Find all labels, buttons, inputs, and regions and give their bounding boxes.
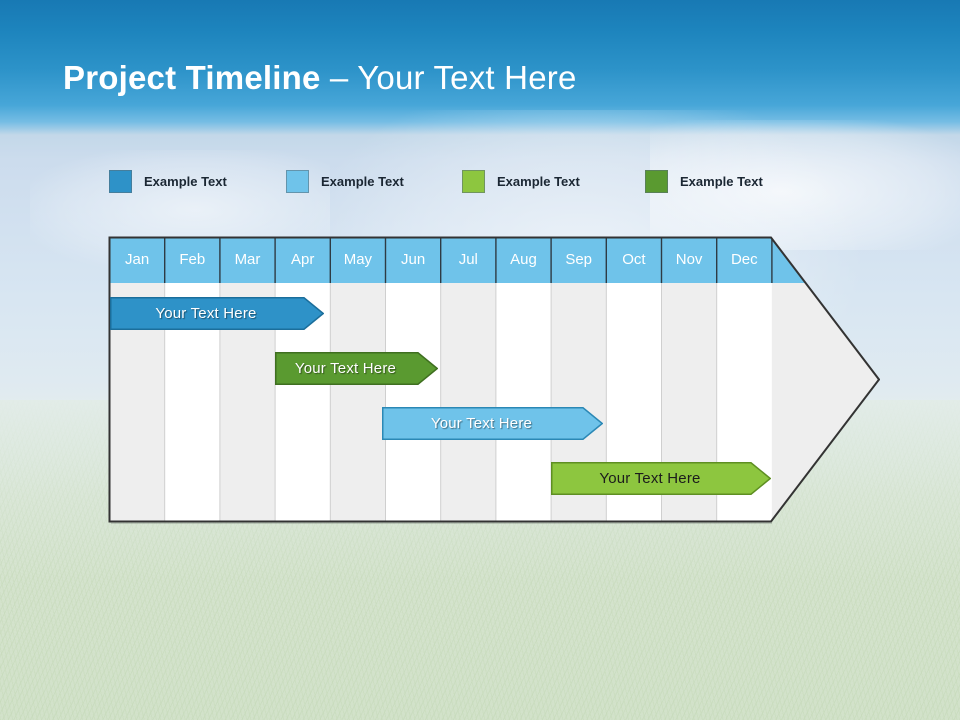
month-header-apr[interactable]: Apr xyxy=(291,251,315,268)
task-bar-shape-1 xyxy=(110,297,324,330)
month-header-dec[interactable]: Dec xyxy=(730,251,758,268)
month-header-nov[interactable]: Nov xyxy=(675,251,703,268)
month-header-jul[interactable]: Jul xyxy=(458,251,478,268)
task-bar-4[interactable]: Your Text Here xyxy=(551,462,771,495)
month-header-sep[interactable]: Sep xyxy=(565,251,593,268)
month-header-mar[interactable]: Mar xyxy=(234,251,261,268)
legend-label-2: Example Text xyxy=(321,174,404,189)
task-bar-shape-2 xyxy=(275,352,438,385)
task-bar-2[interactable]: Your Text Here xyxy=(275,352,438,385)
month-header-aug[interactable]: Aug xyxy=(510,251,537,268)
month-header-may[interactable]: May xyxy=(343,251,373,268)
task-bar-1[interactable]: Your Text Here xyxy=(110,297,324,330)
task-bar-3[interactable]: Your Text Here xyxy=(382,407,603,440)
task-bar-label-3: Your Text Here xyxy=(430,415,533,432)
page-title-light: Your Text Here xyxy=(357,59,577,96)
task-bar-shape-3 xyxy=(382,407,603,440)
page-title: Project Timeline – Your Text Here xyxy=(63,58,577,98)
legend-swatch-2 xyxy=(286,170,309,193)
legend-swatch-4 xyxy=(645,170,668,193)
legend-item-2: Example Text xyxy=(286,170,404,193)
month-header-jan[interactable]: Jan xyxy=(125,251,150,268)
task-bar-label-4: Your Text Here xyxy=(599,470,701,487)
task-bar-label-2: Your Text Here xyxy=(294,360,397,377)
page-title-strong: Project Timeline xyxy=(63,59,321,96)
legend-label-3: Example Text xyxy=(497,174,580,189)
legend-label-1: Example Text xyxy=(144,174,227,189)
legend-item-1: Example Text xyxy=(109,170,227,193)
legend-item-4: Example Text xyxy=(645,170,763,193)
legend-swatch-3 xyxy=(462,170,485,193)
month-header-feb[interactable]: Feb xyxy=(179,251,206,268)
page-title-separator: – xyxy=(320,59,358,96)
task-bar-shape-4 xyxy=(551,462,771,495)
legend-swatch-1 xyxy=(109,170,132,193)
legend-item-3: Example Text xyxy=(462,170,580,193)
legend-label-4: Example Text xyxy=(680,174,763,189)
timeline-chart: Jan Feb Mar Apr May Jun Jul Aug Sep Oct Nov Dec You… xyxy=(108,236,880,524)
title-banner: Project Timeline – Your Text Here xyxy=(0,0,960,120)
month-header-jun[interactable]: Jun xyxy=(401,251,426,268)
month-header-oct[interactable]: Oct xyxy=(622,251,646,268)
task-bar-label-1: Your Text Here xyxy=(155,305,257,322)
